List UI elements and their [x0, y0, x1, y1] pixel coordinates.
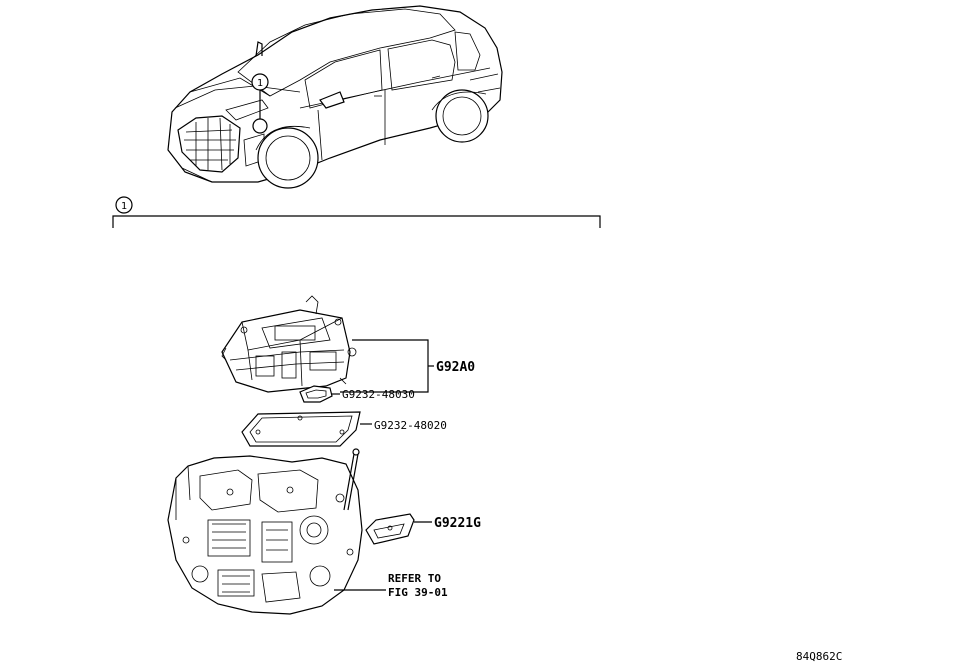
transaxle-drawing: [167, 448, 386, 615]
callout-circle: [251, 73, 269, 91]
section-bracket: 1: [112, 196, 601, 228]
callout-number: 1: [257, 78, 263, 89]
bracket-drawing: [365, 513, 432, 545]
callout-marker: [252, 118, 268, 134]
small-gasket-drawing: [299, 385, 340, 403]
reference-line-1: REFER TO: [388, 572, 441, 585]
part-label-bracket: G9221G: [434, 516, 481, 531]
part-label-inverter: G92A0: [436, 360, 475, 375]
large-gasket-drawing: [241, 411, 372, 447]
vehicle-illustration: 1: [167, 5, 503, 189]
inverter-assembly-drawing: [221, 295, 434, 393]
diagram-code: 84Q862C: [796, 650, 842, 663]
part-label-gasket-small: G9232-48030: [342, 388, 415, 401]
section-number: 1: [121, 201, 127, 212]
part-label-gasket-large: G9232-48020: [374, 419, 447, 432]
reference-line-2: FIG 39-01: [388, 586, 448, 599]
